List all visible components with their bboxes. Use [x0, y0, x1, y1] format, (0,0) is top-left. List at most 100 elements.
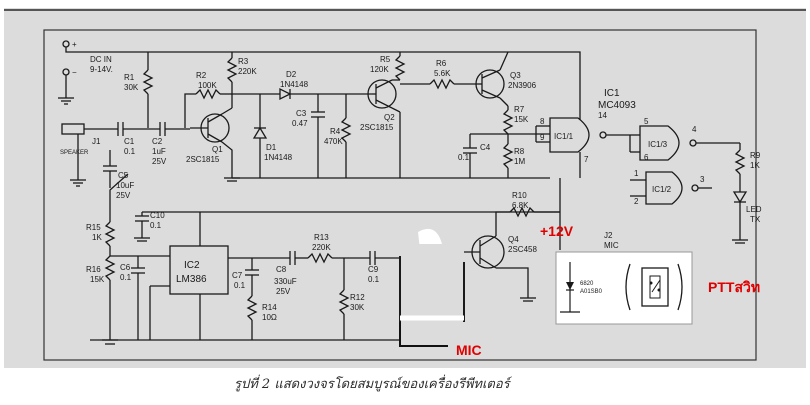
label-c6: C6 [120, 263, 131, 272]
pin-label: 6 [644, 153, 649, 162]
label-r6: R6 [436, 59, 447, 68]
label-c4: C4 [480, 143, 491, 152]
label-ic1-1: IC1/1 [554, 132, 574, 141]
label-q3-value: 2N3906 [508, 81, 537, 90]
ptt-relay-inset [555, 251, 693, 325]
label-r10-value: 6.8K [512, 201, 529, 210]
label-r5: R5 [380, 55, 391, 64]
label-c2-value: 1uF [152, 147, 166, 156]
label-d2: D2 [286, 70, 297, 79]
label-r6-value: 5.6K [434, 69, 451, 78]
pin-label: 9 [540, 133, 545, 142]
label-dc-range: 9-14V. [90, 65, 113, 74]
label-q4: Q4 [508, 235, 519, 244]
label-r7: R7 [514, 105, 525, 114]
label-r14-value: 10Ω [262, 313, 277, 322]
label-ic2: IC2 [184, 260, 200, 271]
label-led: LED [746, 205, 762, 214]
label-q1: Q1 [212, 145, 223, 154]
label-r5-value: 120K [370, 65, 389, 74]
label-c1: C1 [124, 137, 135, 146]
label-j2: J2 [604, 231, 613, 240]
label-c7: C7 [232, 271, 243, 280]
label-r15-value: 1K [92, 233, 102, 242]
label-c9: C9 [368, 265, 379, 274]
label-c10-value: 0.1 [150, 221, 162, 230]
label-r15: R15 [86, 223, 101, 232]
pin-label: 14 [598, 111, 607, 120]
pin-label: 5 [644, 117, 649, 126]
label-j1: J1 [92, 137, 101, 146]
pin-label: 3 [700, 175, 705, 184]
label-c5-voltage: 25V [116, 191, 131, 200]
label-c1-value: 0.1 [124, 147, 136, 156]
label-c8-voltage: 25V [276, 287, 291, 296]
wiring [61, 44, 748, 341]
label-r9: R9 [750, 151, 761, 160]
label-c5-value: 10uF [116, 181, 134, 190]
label-c8-value: 330uF [274, 277, 297, 286]
label-r10: R10 [512, 191, 527, 200]
label-r16: R16 [86, 265, 101, 274]
pin-label: 2 [634, 197, 639, 206]
label-c3: C3 [296, 109, 307, 118]
pin-label: 4 [692, 125, 697, 134]
figure-caption: รูปที่ 2 แสดงวงจรโดยสมบูรณ์ของเครื่องรีพ… [234, 374, 513, 392]
label-ic2-value: LM386 [176, 274, 207, 285]
label-r13-value: 220K [312, 243, 331, 252]
label-r7-value: 15K [514, 115, 529, 124]
label-dc-in: DC IN [90, 55, 112, 64]
annotation-plus-12v: +12V [540, 223, 574, 239]
label-r4: R4 [330, 127, 341, 136]
label-relay-part: 6820 [580, 281, 594, 287]
annotation-mic: MIC [456, 342, 482, 358]
schematic-border [43, 29, 757, 361]
label-r9-value: 1K [750, 161, 760, 170]
label-r8-value: 1M [514, 157, 525, 166]
label-d1-value: 1N4148 [264, 153, 293, 162]
label-r3: R3 [238, 57, 249, 66]
label-j2-value: MIC [604, 241, 619, 250]
label-dc-plus: + [72, 40, 77, 49]
label-relay-part2: A01SB0 [580, 289, 603, 295]
component-labels: + − DC IN 9-14V. R1 30K R2 100K R3 220K … [60, 40, 762, 322]
label-r12-value: 30K [350, 303, 365, 312]
label-c2: C2 [152, 137, 163, 146]
pin-label: 7 [584, 155, 589, 164]
label-q2: Q2 [384, 113, 395, 122]
label-r1-value: 30K [124, 83, 139, 92]
label-dc-minus: − [72, 68, 77, 77]
mic-pointer-line [399, 322, 448, 347]
label-c5: C5 [118, 171, 129, 180]
pin-numbers: 14 8 9 7 5 6 4 1 2 3 [540, 111, 705, 206]
label-r8: R8 [514, 147, 525, 156]
label-q1-value: 2SC1815 [186, 155, 220, 164]
label-r12: R12 [350, 293, 365, 302]
label-c4-value: 0.1 [458, 153, 470, 162]
label-c9-value: 0.1 [368, 275, 380, 284]
dc-plus-terminal [62, 40, 70, 48]
pin-label: 8 [540, 117, 545, 126]
label-r2: R2 [196, 71, 207, 80]
label-r3-value: 220K [238, 67, 257, 76]
label-q4-value: 2SC458 [508, 245, 537, 254]
label-r14: R14 [262, 303, 277, 312]
label-c2-voltage: 25V [152, 157, 167, 166]
label-c3-value: 0.47 [292, 119, 308, 128]
label-d2-value: 1N4148 [280, 80, 309, 89]
label-j1-value: SPEAKER [60, 150, 89, 156]
pin-label: 1 [634, 169, 639, 178]
label-ic1-2: IC1/2 [652, 185, 672, 194]
label-c8: C8 [276, 265, 287, 274]
label-q2-value: 2SC1815 [360, 123, 394, 132]
label-r16-value: 15K [90, 275, 105, 284]
label-ic1-value: MC4093 [598, 100, 636, 111]
label-q3: Q3 [510, 71, 521, 80]
label-r1: R1 [124, 73, 135, 82]
label-r13: R13 [314, 233, 329, 242]
label-c10: C10 [150, 211, 165, 220]
label-led-tx: TX [750, 215, 761, 224]
label-d1: D1 [266, 143, 277, 152]
